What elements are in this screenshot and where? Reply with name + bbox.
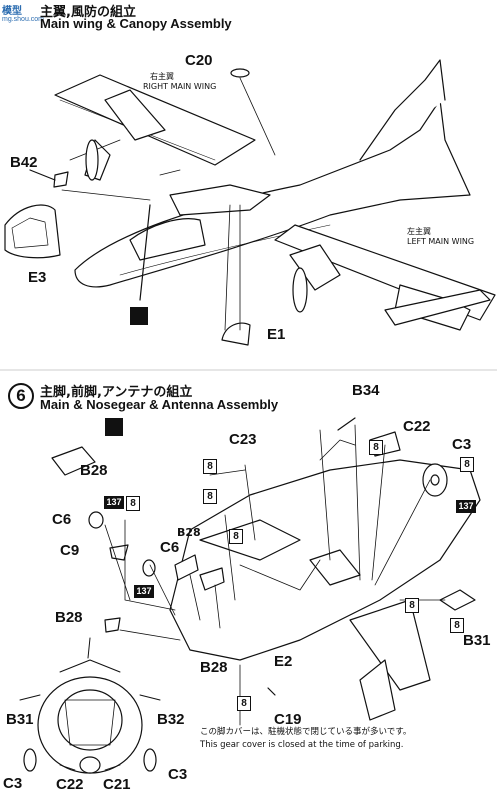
right-wing-label-en: RIGHT MAIN WING [143,82,217,91]
part-label-c19: C19 [274,711,302,728]
left-main-wing-drawing [274,224,496,331]
part-label-e3: E3 [28,269,47,286]
part-label-c9: C9 [60,542,80,559]
fuselage-step5-drawing [74,59,471,288]
front-label-c3-right: C3 [168,766,188,783]
part-label-c6-right: C6 [160,539,180,556]
badge-137: 137 [104,496,124,509]
front-view-drawing [19,637,161,774]
part-label-e2: E2 [274,653,293,670]
part-label-b34: B34 [352,382,380,399]
badge-137: 137 [134,585,154,598]
badge-8: 8 [203,459,217,474]
part-label-c23: C23 [229,431,257,448]
badge-137: 137 [456,500,476,513]
front-label-b32: B32 [157,711,185,728]
part-e1-shape [221,322,251,346]
front-label-c21: C21 [103,776,131,793]
front-label-c3-left: C3 [3,775,23,792]
part-c20-shape [230,68,250,78]
badge-8: 8 [369,440,383,455]
cement-icon-step6 [105,418,123,436]
part-label-b28-mid: B28 [177,526,201,539]
badge-8: 8 [203,489,217,504]
left-wing-label-en: LEFT MAIN WING [407,237,475,246]
part-b42-shape [53,171,69,188]
left-wing-label-jp: 左主翼 [407,227,431,236]
badge-8: 8 [126,496,140,511]
badge-8: 8 [450,618,464,633]
part-label-b28-bottom: B28 [200,659,228,676]
antenna-c19-shape [267,687,276,696]
antenna-b34-shape [337,417,356,431]
badge-8: 8 [460,457,474,472]
front-label-c22: C22 [56,776,84,793]
part-label-c3: C3 [452,436,472,453]
gear-cover-note-en: This gear cover is closed at the time of… [200,740,404,750]
fuselage-step6-drawing [169,439,481,721]
watermark-logo: 模型 [2,6,22,17]
badge-8: 8 [237,696,251,711]
canopy-e3-drawing [4,204,61,259]
part-b28-low-shape [104,617,121,633]
part-label-c20: C20 [185,52,213,69]
part-b28-mid-shape [174,554,199,581]
part-label-b31: B31 [463,632,491,649]
step6-title-jp: 主脚,前脚,アンテナの組立 [40,385,193,400]
step5-title-jp: 主翼,風防の組立 [40,5,136,20]
cement-icon [130,307,148,325]
part-label-b28-low: B28 [55,609,83,626]
part-b28-top-shape [51,446,96,476]
badge-8: 8 [229,529,243,544]
part-c9-shape [109,544,129,561]
right-wing-label-jp: 右主翼 [150,72,174,81]
step5-title-en: Main wing & Canopy Assembly [40,16,232,31]
badge-8: 8 [405,598,419,613]
front-label-b31: B31 [6,711,34,728]
step6-title-en: Main & Nosegear & Antenna Assembly [40,397,279,412]
part-label-b28-top: B28 [80,462,108,479]
wheel-c6-right-shape [142,559,156,577]
part-b31-shape [439,589,476,611]
part-label-c22: C22 [403,418,431,435]
wheel-c6-left-shape [88,511,104,529]
part-label-c6-left: C6 [52,511,72,528]
gear-cover-note-jp: この脚カバーは、駐機状態で閉じている事が多いです。 [200,727,412,737]
part-label-b42: B42 [10,154,38,171]
right-main-wing-drawing [54,74,256,181]
watermark-site: mg.shou.com [2,16,45,23]
part-label-e1: E1 [267,326,286,343]
step6-number: 6 [8,383,34,409]
